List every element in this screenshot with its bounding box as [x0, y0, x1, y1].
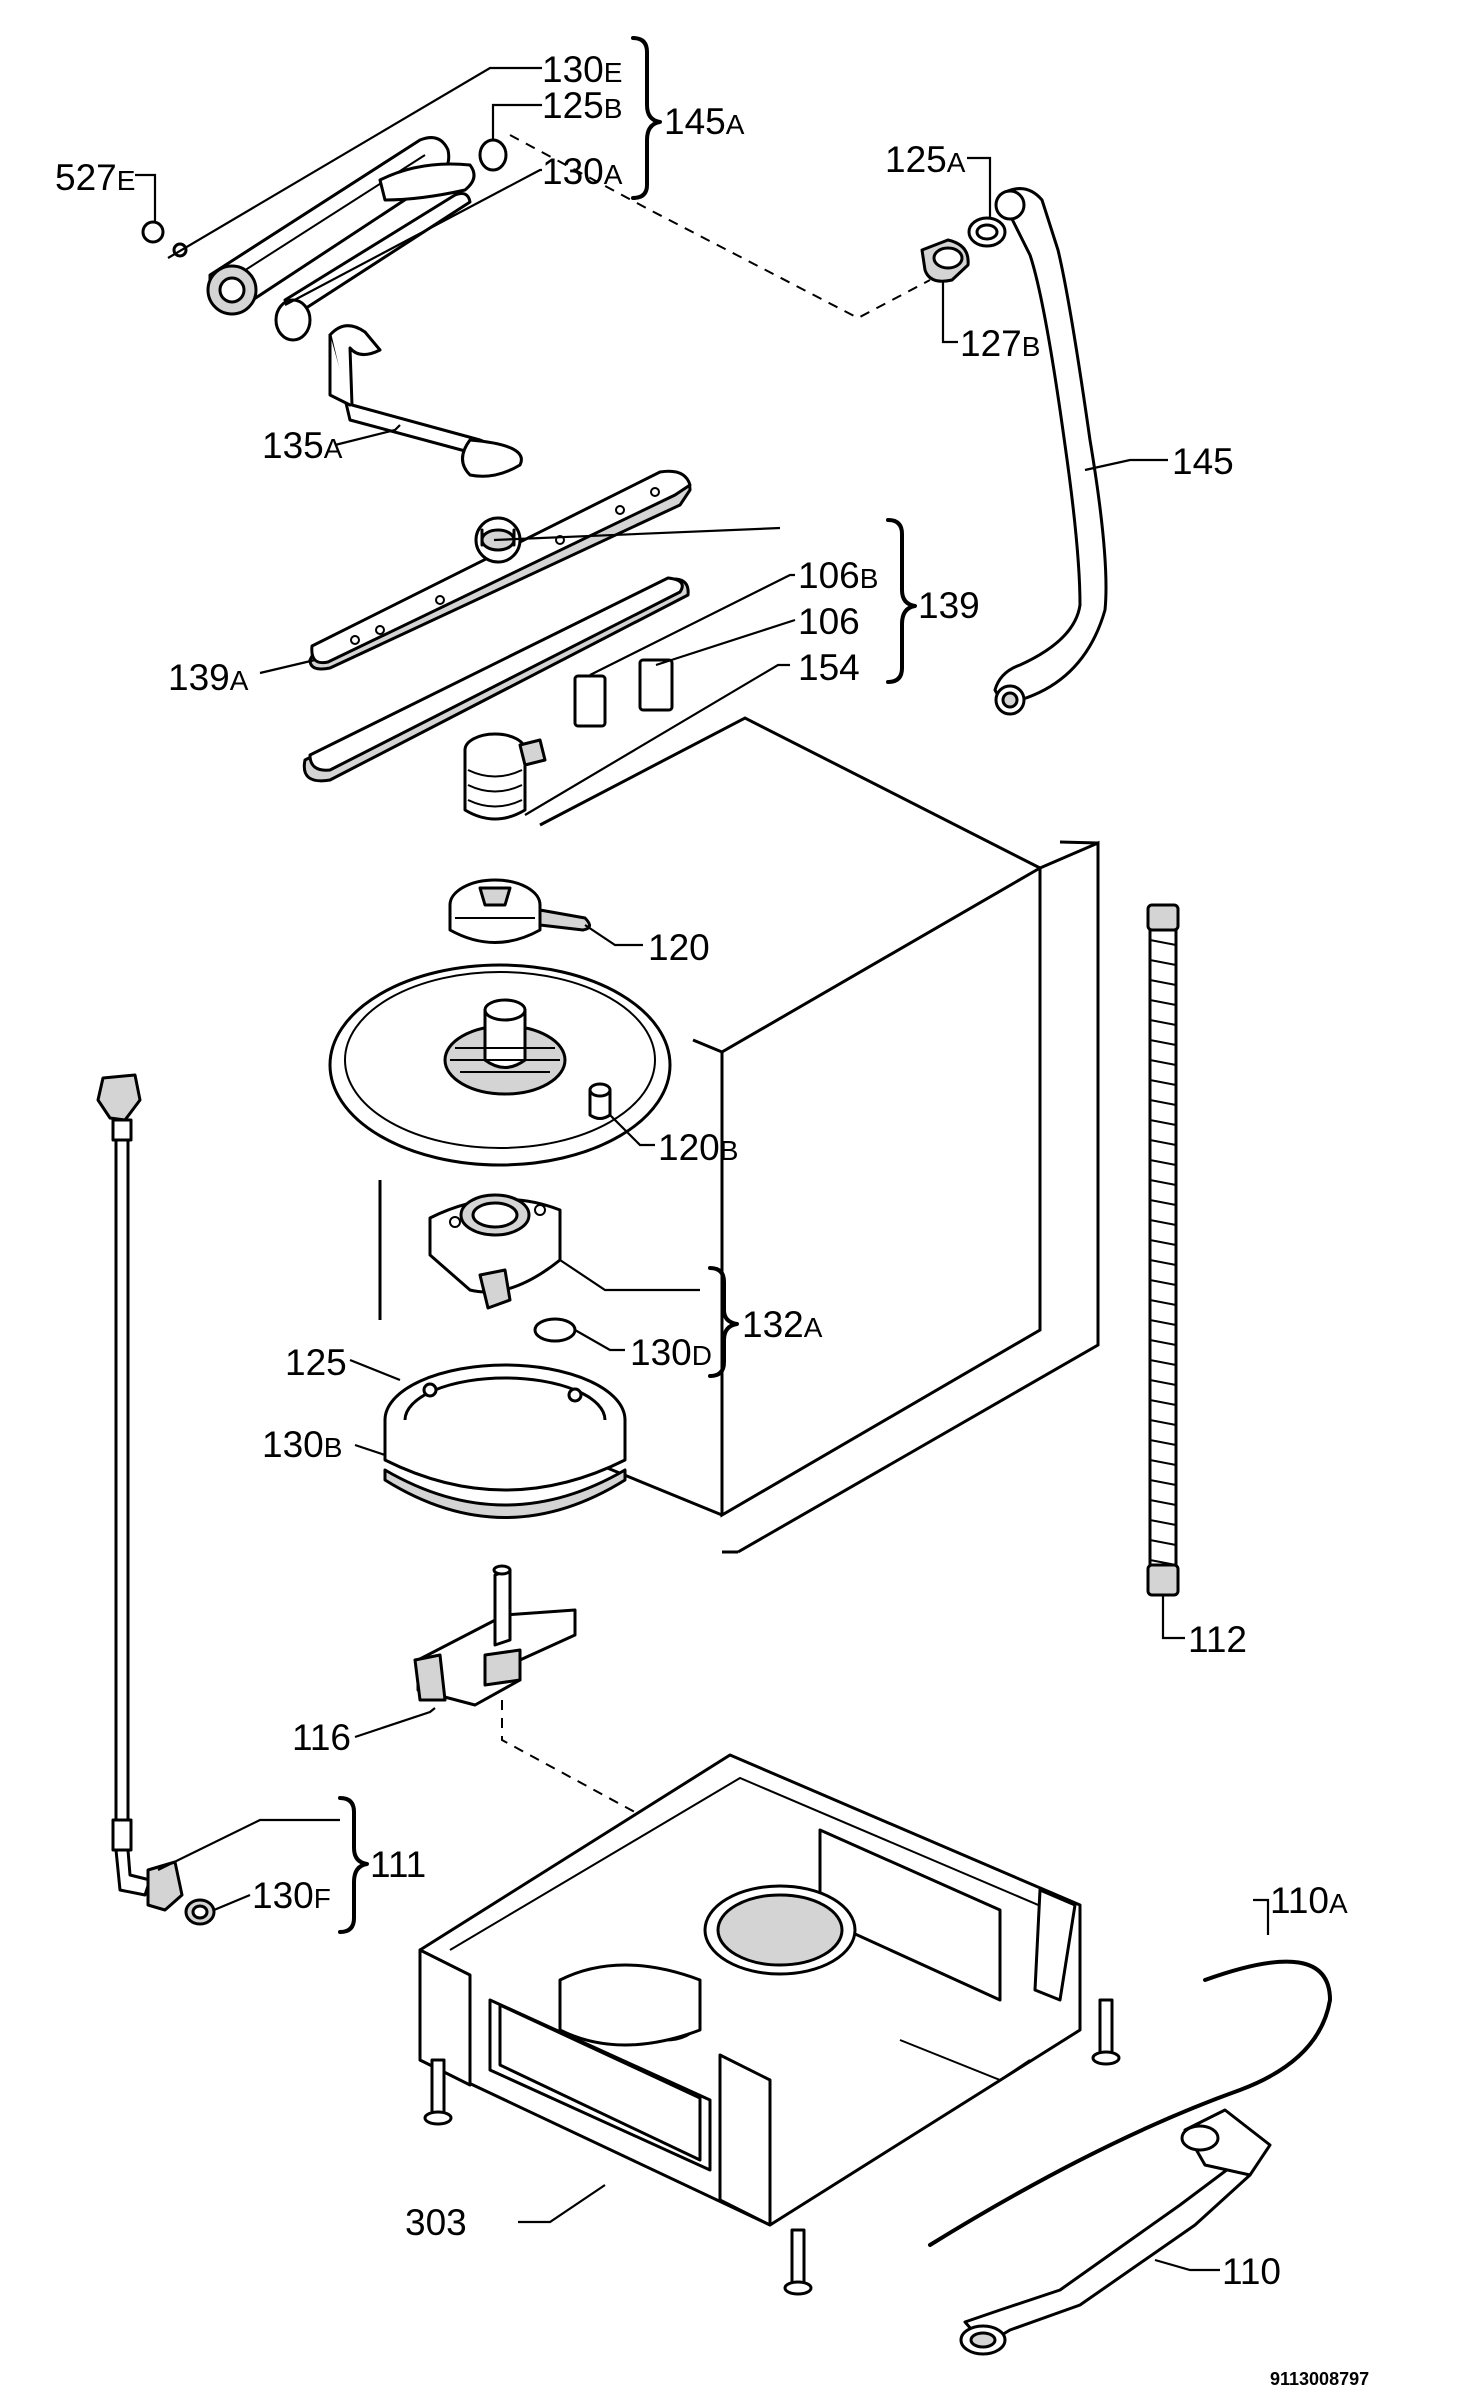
filter-plate-120b [328, 963, 672, 1167]
drain-hose-112 [1146, 903, 1180, 1597]
spray-hub-154 [463, 732, 547, 821]
label-111: 111 [370, 1844, 426, 1885]
dashed-link-upper [509, 134, 931, 320]
label-145a: 145A [664, 101, 745, 142]
label-120b: 120B [658, 1127, 738, 1168]
label-110: 110 [1222, 2251, 1281, 2292]
label-303: 303 [405, 2202, 467, 2243]
label-116: 116 [292, 1717, 351, 1758]
base-frame-303 [418, 1753, 1121, 2296]
adapter-127b [920, 238, 970, 283]
label-127b: 127B [960, 323, 1040, 364]
label-154: 154 [798, 647, 860, 688]
label-132a: 132A [742, 1304, 823, 1345]
impeller-housing-132a [428, 1193, 562, 1310]
pump-116 [413, 1564, 577, 1707]
o-ring-130d [533, 1317, 577, 1343]
brace-139 [886, 518, 917, 684]
seal-ring-125a [967, 216, 1007, 248]
label-139: 139 [918, 585, 980, 626]
label-130e: 130E [542, 49, 622, 90]
upper-spray-arm [206, 136, 476, 316]
label-106: 106 [798, 601, 860, 642]
hose-110 [959, 2108, 1272, 2356]
label-112: 112 [1188, 1619, 1247, 1660]
drawing-code: 9113008797 [1270, 2369, 1369, 2389]
label-125b: 125B [542, 85, 622, 126]
label-135a: 135A [262, 425, 343, 466]
label-527e: 527E [55, 157, 135, 198]
label-130a: 130A [542, 151, 623, 192]
filter-cap-120 [448, 878, 591, 944]
label-125a: 125A [885, 139, 966, 180]
seal-130f [184, 1898, 216, 1926]
seal-ring-125b [478, 138, 508, 172]
inlet-hose-111 [96, 1073, 184, 1912]
label-125: 125 [285, 1342, 347, 1383]
wire-110a [928, 1959, 1332, 2247]
label-106b: 106B [798, 555, 878, 596]
label-120: 120 [648, 927, 710, 968]
dashed-link-lower [501, 1700, 791, 1991]
lower-spray-arm [302, 469, 692, 783]
label-139a: 139A [168, 657, 249, 698]
o-ring-130a [274, 298, 312, 342]
sump-ring-125 [383, 1363, 627, 1492]
nut-527e [141, 220, 165, 244]
cabinet-outline [378, 716, 1100, 1554]
riser-pipe-145 [993, 187, 1108, 716]
brace-111 [338, 1796, 369, 1934]
brace-145a [631, 36, 662, 200]
label-145: 145 [1172, 441, 1234, 482]
label-110a: 110A [1270, 1880, 1348, 1921]
nozzle-pipe-135a [328, 324, 523, 478]
label-130f: 130F [252, 1875, 331, 1916]
label-130b: 130B [262, 1424, 342, 1465]
gasket-130b [383, 1468, 627, 1519]
brace-132a [708, 1266, 739, 1378]
label-130d: 130D [630, 1332, 712, 1373]
leader-lines [135, 66, 1270, 2272]
